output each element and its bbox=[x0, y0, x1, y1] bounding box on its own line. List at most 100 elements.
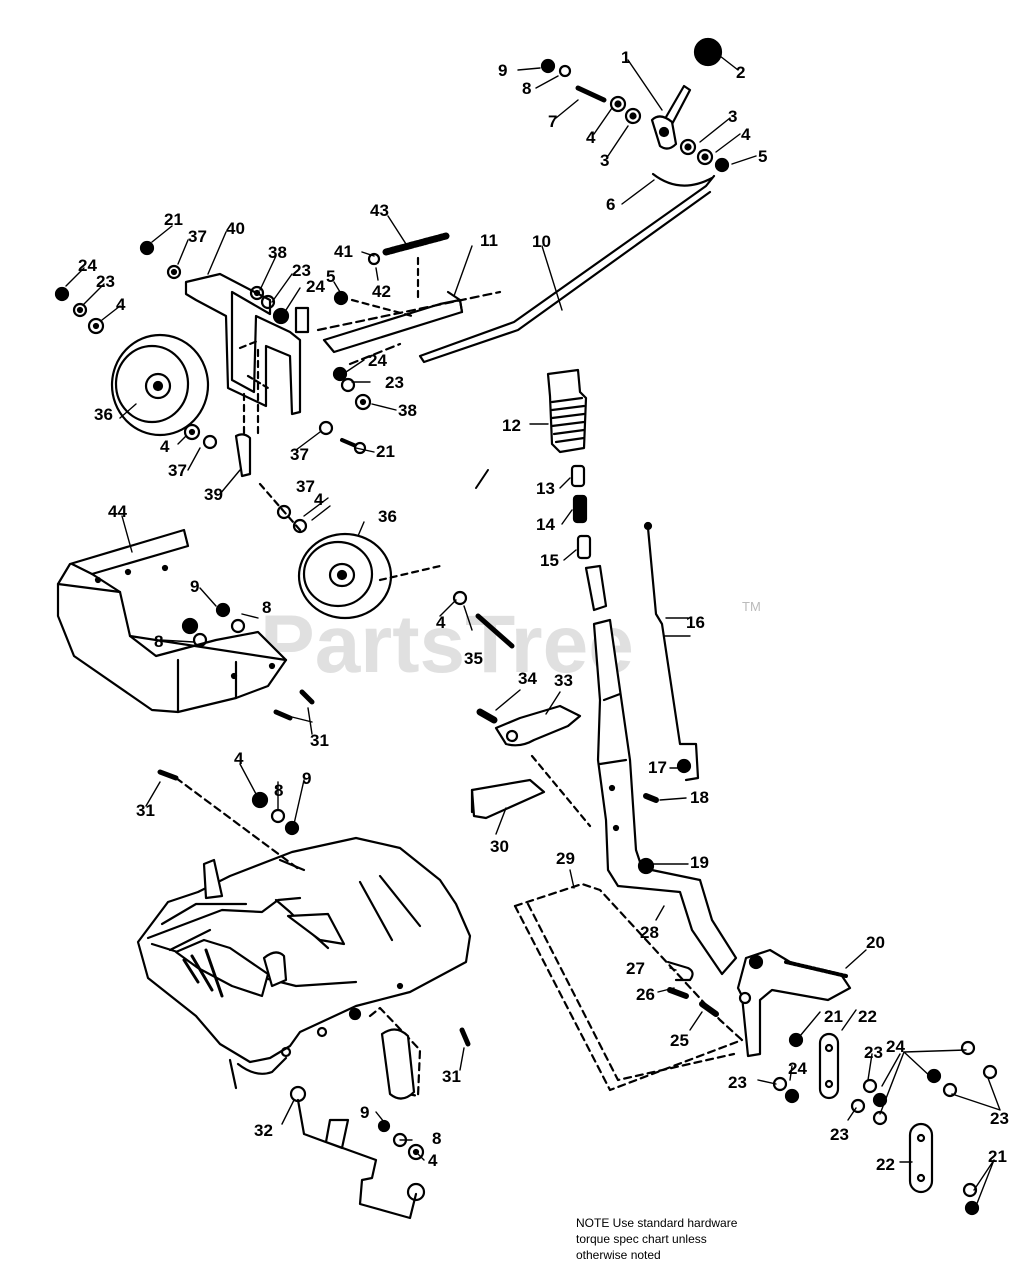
callout-8d: 8 bbox=[274, 781, 283, 800]
callout-24e: 24 bbox=[788, 1059, 807, 1078]
callout-9c: 9 bbox=[302, 769, 311, 788]
callout-37d: 37 bbox=[296, 477, 315, 496]
callout-12: 12 bbox=[502, 416, 521, 435]
callout-37c: 37 bbox=[290, 445, 309, 464]
callout-21d: 21 bbox=[988, 1147, 1007, 1166]
callout-4c: 4 bbox=[116, 295, 126, 314]
pulley-lower bbox=[297, 532, 515, 649]
callout-4b: 4 bbox=[741, 125, 751, 144]
callout-29: 29 bbox=[556, 849, 575, 868]
callout-32: 32 bbox=[254, 1121, 273, 1140]
shift-handle-lever bbox=[513, 618, 744, 1092]
callout-37b: 37 bbox=[168, 461, 187, 480]
shift-rod bbox=[643, 521, 700, 803]
leader-lines bbox=[65, 55, 1001, 1207]
callout-19: 19 bbox=[690, 853, 709, 872]
callout-11: 11 bbox=[480, 231, 498, 250]
callout-8b: 8 bbox=[262, 598, 271, 617]
callout-23a: 23 bbox=[292, 261, 311, 280]
callout-43: 43 bbox=[370, 201, 389, 220]
callout-38a: 38 bbox=[268, 243, 287, 262]
callout-4h: 4 bbox=[428, 1151, 438, 1170]
bracket-hardware bbox=[54, 240, 372, 534]
callout-39: 39 bbox=[204, 485, 223, 504]
callout-38b: 38 bbox=[398, 401, 417, 420]
callout-10: 10 bbox=[532, 232, 551, 251]
callout-40: 40 bbox=[226, 219, 245, 238]
callout-13: 13 bbox=[536, 479, 555, 498]
callout-33: 33 bbox=[554, 671, 573, 690]
callout-2: 2 bbox=[736, 63, 745, 82]
callout-9: 9 bbox=[498, 61, 507, 80]
callout-24b: 24 bbox=[78, 256, 97, 275]
callout-3: 3 bbox=[600, 151, 609, 170]
callout-15: 15 bbox=[540, 551, 559, 570]
callout-8c: 8 bbox=[154, 632, 163, 651]
callout-14: 14 bbox=[536, 515, 555, 534]
callout-17: 17 bbox=[648, 758, 667, 777]
callout-16: 16 bbox=[686, 613, 705, 632]
idler-bracket-assembly bbox=[184, 232, 502, 532]
callout-22b: 22 bbox=[876, 1155, 895, 1174]
callout-24c: 24 bbox=[368, 351, 387, 370]
callout-26: 26 bbox=[636, 985, 655, 1004]
callout-22a: 22 bbox=[858, 1007, 877, 1026]
callout-30: 30 bbox=[490, 837, 509, 856]
callout-5b: 5 bbox=[326, 267, 335, 286]
callout-31a: 31 bbox=[310, 731, 329, 750]
callout-36a: 36 bbox=[94, 405, 113, 424]
callout-23c: 23 bbox=[385, 373, 404, 392]
callout-35: 35 bbox=[464, 649, 483, 668]
callout-20: 20 bbox=[866, 933, 885, 952]
callout-5: 5 bbox=[758, 147, 767, 166]
hardware-note: NOTE Use standard hardware torque spec c… bbox=[576, 1215, 816, 1263]
pulley-upper bbox=[110, 333, 210, 437]
callout-18: 18 bbox=[690, 788, 709, 807]
callout-21c: 21 bbox=[824, 1007, 843, 1026]
callout-34: 34 bbox=[518, 669, 537, 688]
callout-3b: 3 bbox=[728, 107, 737, 126]
callout-7: 7 bbox=[548, 112, 557, 131]
callout-labels: 1 2 9 8 7 4 3 3 4 5 6 10 11 43 41 42 40 … bbox=[78, 48, 1009, 1174]
callout-27: 27 bbox=[626, 959, 645, 978]
callout-44: 44 bbox=[108, 502, 127, 521]
callout-9b: 9 bbox=[190, 577, 199, 596]
callout-37a: 37 bbox=[188, 227, 207, 246]
callout-24a: 24 bbox=[306, 277, 325, 296]
callout-4g: 4 bbox=[234, 749, 244, 768]
callout-8e: 8 bbox=[432, 1129, 441, 1148]
linkage-brackets bbox=[470, 469, 592, 828]
note-line-1: NOTE Use standard hardware bbox=[576, 1216, 738, 1230]
callout-21b: 21 bbox=[376, 442, 395, 461]
shift-lever-assembly bbox=[418, 37, 730, 364]
callout-23b: 23 bbox=[96, 272, 115, 291]
callout-36b: 36 bbox=[378, 507, 397, 526]
clutch-brake-pedal bbox=[666, 948, 998, 1216]
callout-6: 6 bbox=[606, 195, 615, 214]
callout-4e: 4 bbox=[314, 490, 324, 509]
callout-42: 42 bbox=[372, 282, 391, 301]
callout-9d: 9 bbox=[360, 1103, 369, 1122]
shift-boot bbox=[546, 368, 608, 612]
front-bumper bbox=[56, 528, 315, 721]
note-line-3: otherwise noted bbox=[576, 1248, 661, 1262]
callout-24d: 24 bbox=[886, 1037, 905, 1056]
callout-31b: 31 bbox=[136, 801, 155, 820]
callout-8: 8 bbox=[522, 79, 531, 98]
callout-23f: 23 bbox=[830, 1125, 849, 1144]
hitch-rod bbox=[157, 769, 471, 1220]
callout-4d: 4 bbox=[160, 437, 170, 456]
callout-21a: 21 bbox=[164, 210, 183, 229]
callout-28: 28 bbox=[640, 923, 659, 942]
callout-23g: 23 bbox=[990, 1109, 1009, 1128]
callout-23e: 23 bbox=[728, 1073, 747, 1092]
callout-31c: 31 bbox=[442, 1067, 461, 1086]
callout-4f: 4 bbox=[436, 613, 446, 632]
callout-25: 25 bbox=[670, 1031, 689, 1050]
callout-1: 1 bbox=[621, 48, 630, 67]
callout-41: 41 bbox=[334, 242, 353, 261]
callout-4: 4 bbox=[586, 128, 596, 147]
watermark-trademark: TM bbox=[742, 599, 761, 614]
tractor-frame bbox=[136, 836, 472, 1100]
